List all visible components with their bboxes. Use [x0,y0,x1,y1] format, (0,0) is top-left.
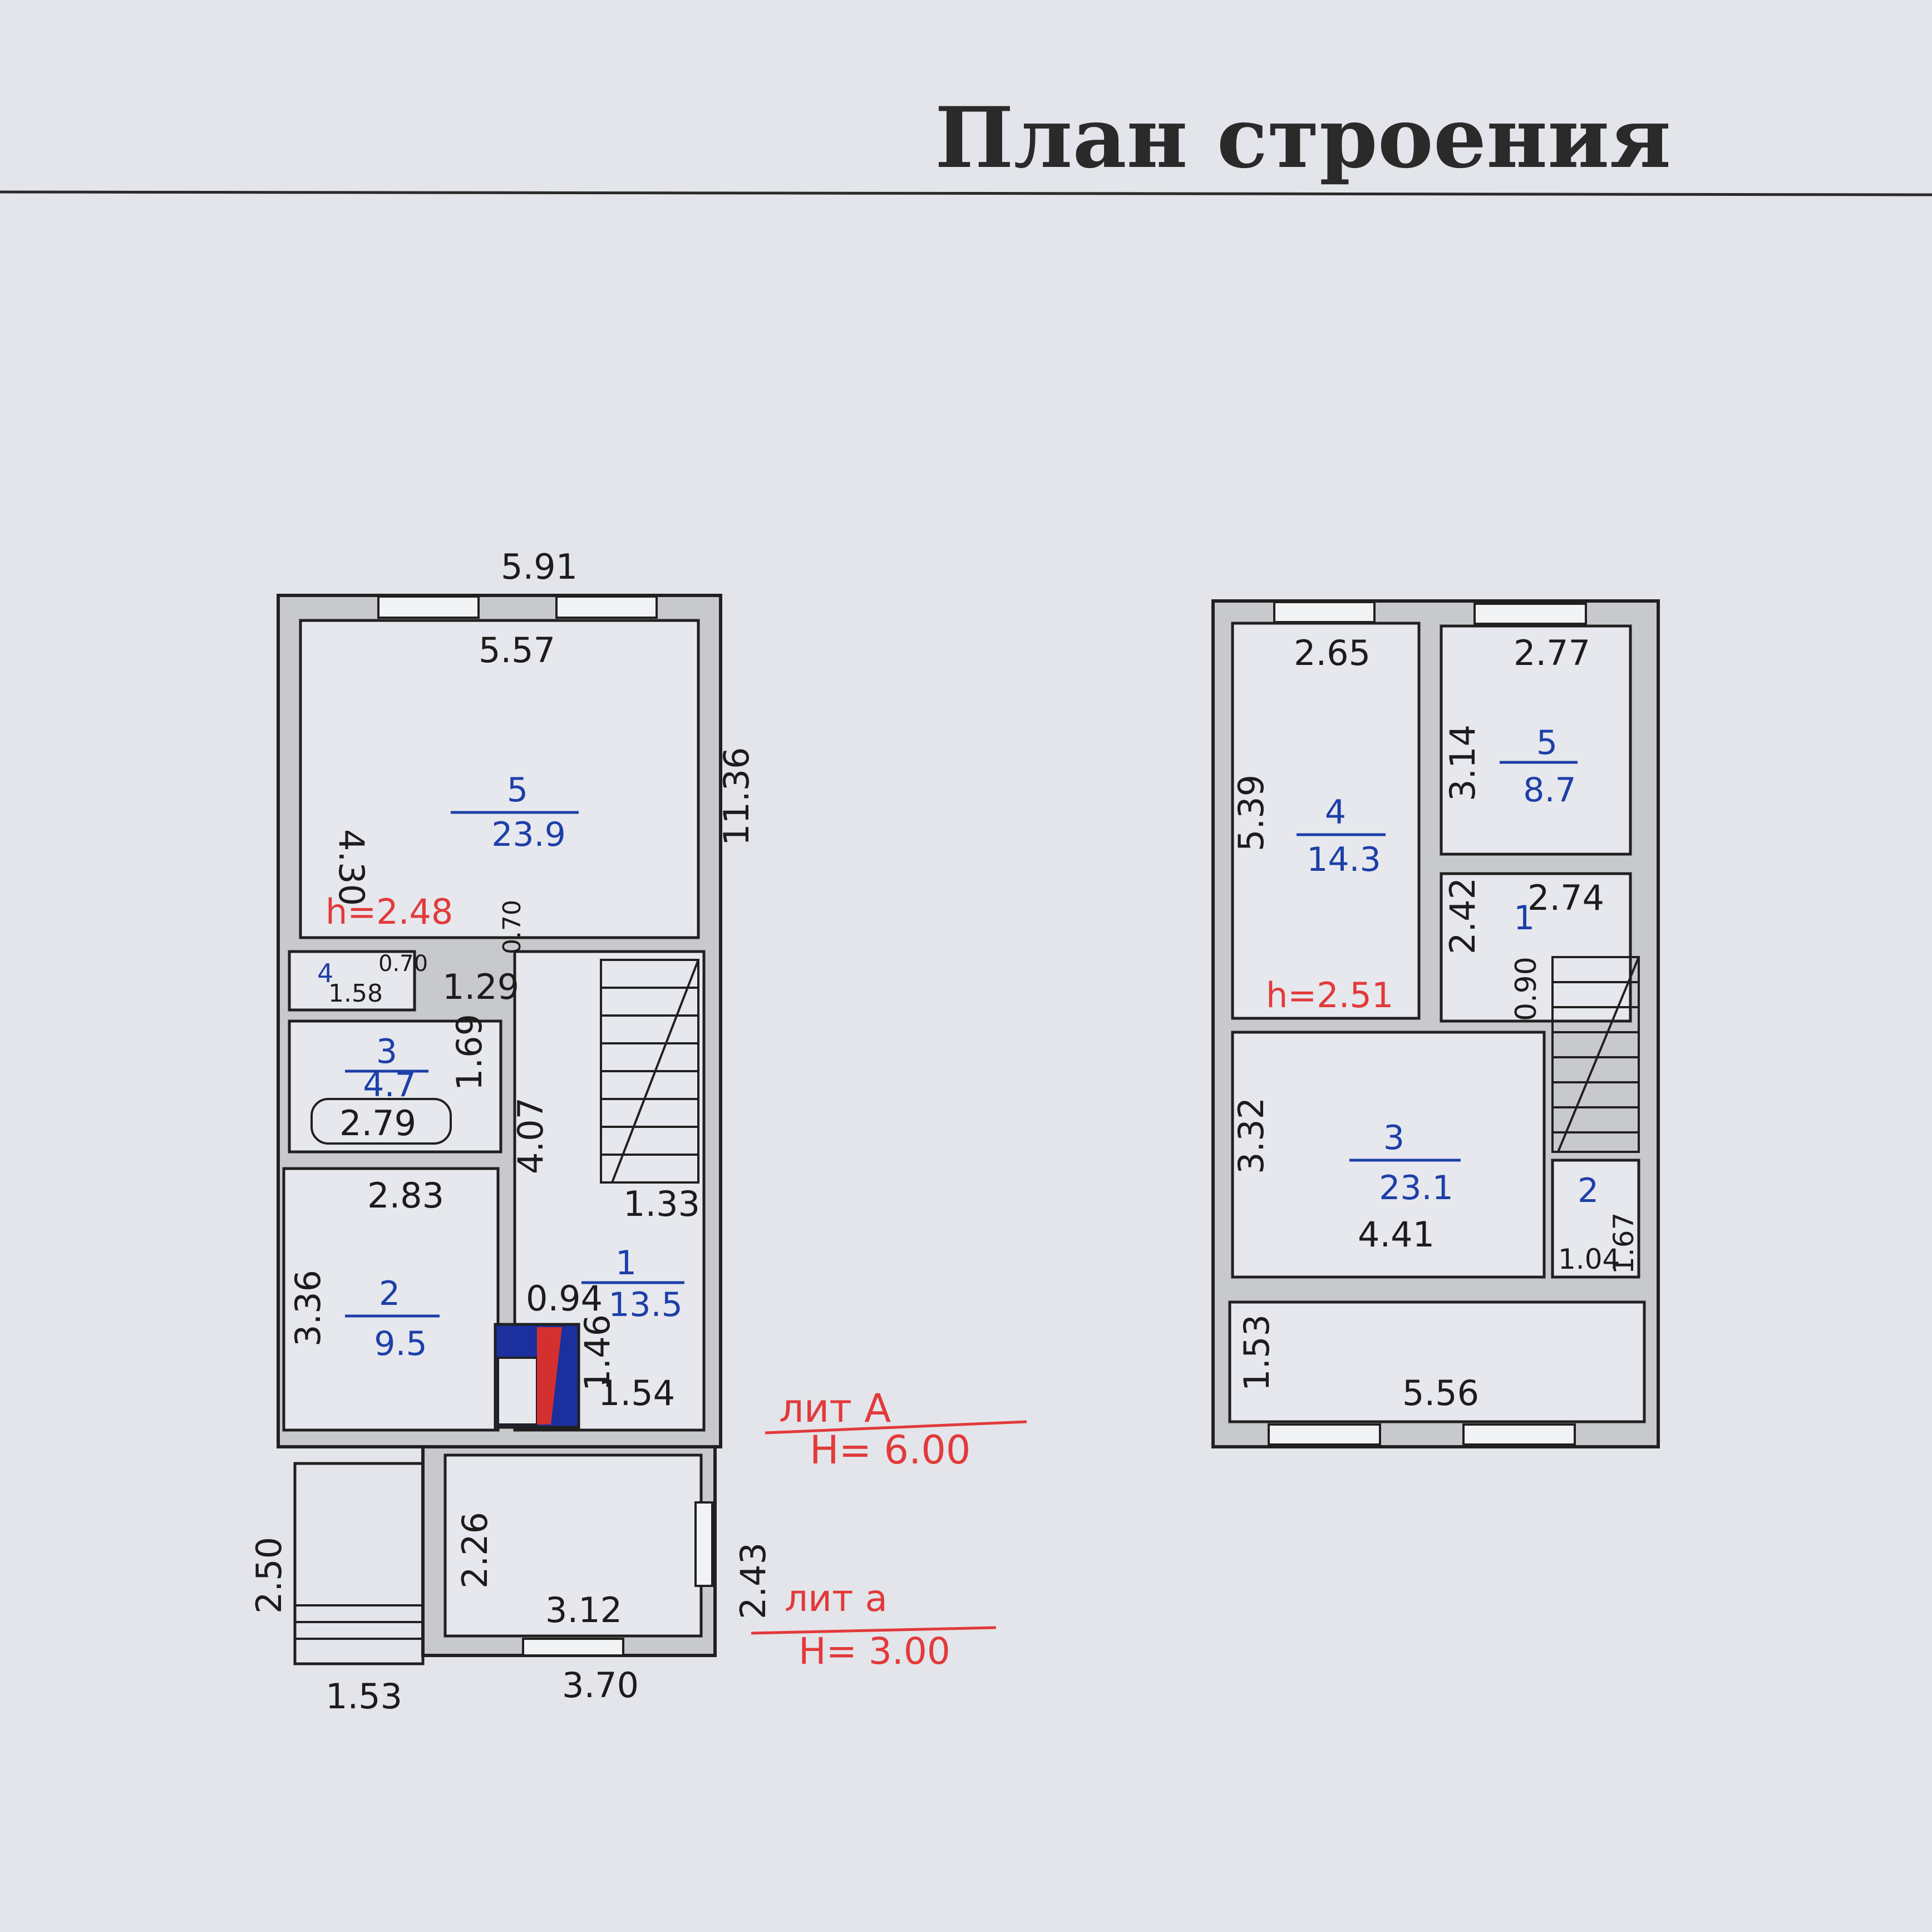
lit-small-height: Н= 3.00 [799,1630,950,1673]
lit-big-height: Н= 6.00 [810,1427,970,1473]
floor1-room4 [288,950,416,1012]
floor1-room2 [282,1167,500,1432]
floor1-room2-number: 2 [379,1274,400,1313]
dim-hall-height: 4.07 [510,1097,551,1174]
lit-big-underline [765,1420,1027,1435]
floor2-room3-number: 3 [1383,1118,1404,1157]
floor1-porch [293,1462,425,1665]
lit-small-underline [751,1626,997,1635]
floor1-room5-number: 5 [507,771,528,810]
floor1-room5 [299,619,700,939]
floor1-room4-number: 4 [317,958,333,988]
veranda-window [694,1501,713,1587]
floor2-room3-area: 23.1 [1379,1169,1453,1208]
dim-porch-height: 2.50 [249,1537,289,1614]
floor1-room1-area: 13.5 [608,1285,683,1324]
floor2-plan: 2.65 2.77 3.14 5.39 2.74 2.42 0.90 3.32 … [1211,599,1660,1448]
floor1-window [555,595,658,619]
floor2-room2-number: 2 [1578,1171,1599,1210]
floor1-window [377,595,480,619]
floor2-staircase [1551,956,1640,1153]
dim-room4-width: 2.65 [1294,633,1371,673]
dim-room4-d: 0.70 [498,900,526,954]
floor2-room4-number: 4 [1325,793,1346,832]
floor2-room1 [1440,872,1632,1023]
floor2-window [1473,603,1587,625]
floor1-room1-number: 1 [615,1244,637,1283]
dim-room4-a: 1.58 [328,979,383,1008]
dim-veranda-outer-width: 3.70 [562,1665,639,1706]
dim-room5-height: 3.14 [1442,724,1483,801]
bathtub-icon [310,1098,452,1145]
dim-corridor-width: 2.74 [1527,878,1604,918]
dim-stove-height: 1.46 [577,1314,618,1391]
dim-porch-width: 1.53 [326,1676,402,1717]
floor1-room5-area: 23.9 [491,815,566,854]
dim-entry-width: 1.54 [598,1373,675,1413]
dim-room3-height: 3.32 [1231,1097,1271,1174]
dim-room5-height: 4.30 [331,829,372,906]
floor2-window [1462,1423,1576,1446]
dim-room2-width: 2.83 [367,1175,444,1216]
dim-veranda-width: 3.12 [545,1590,622,1630]
dim-room5-width: 2.77 [1514,633,1590,673]
dim-outer-height: 11.36 [716,747,757,846]
stove-firebox [497,1357,538,1426]
floor2-room4 [1231,622,1421,1020]
dim-outer-width: 5.91 [501,546,578,587]
floor2-window [1268,1423,1381,1446]
floor2-room2 [1551,1159,1640,1279]
dim-door-width: 0.90 [1510,957,1543,1021]
floor2-stair-steps [1552,957,1640,1152]
floor1-room2-area: 9.5 [374,1324,427,1363]
dim-room3-height: 1.69 [449,1014,490,1091]
floor2-window [1273,601,1376,623]
dim-room3-width: 2.79 [339,1103,416,1144]
dim-room2-height: 3.36 [288,1270,328,1347]
dim-balcony-height: 1.53 [1236,1314,1277,1391]
lit-big-name: лит А [779,1386,891,1431]
dim-stair-width: 1.33 [623,1184,700,1224]
porch-steps [295,1604,423,1640]
floor1-stair-steps [601,959,699,1183]
floor1-veranda [443,1453,703,1638]
floor1-room3-area: 4.7 [363,1066,416,1105]
floor2-room5 [1440,624,1632,856]
floor2-room4-area: 14.3 [1307,840,1381,879]
floor2-room5-area: 8.7 [1523,771,1576,810]
floor2-room1-number: 1 [1514,899,1535,938]
floor1-room3-number: 3 [376,1032,397,1071]
dim-room4-height: 5.39 [1231,775,1271,851]
stove-flue [537,1327,562,1425]
floor2-room3 [1231,1031,1546,1279]
dim-room5-width: 5.57 [479,630,555,671]
floor2-balcony [1228,1300,1646,1423]
floor2-room5-number: 5 [1536,723,1558,762]
dim-veranda-height: 2.43 [733,1542,773,1619]
dim-balcony-width: 5.56 [1402,1373,1479,1413]
dim-room3-width: 4.41 [1358,1214,1435,1255]
header-rule [0,190,1932,196]
document-title: План строения [935,89,1671,187]
dim-room2-width: 1.04 [1558,1243,1620,1275]
veranda-window [522,1638,624,1657]
floor1-room3 [288,1019,502,1154]
lit-small-name: лит а [785,1577,888,1620]
floor2-ceiling-height: h=2.51 [1266,975,1393,1016]
dim-stove-width: 0.94 [526,1278,603,1319]
floor1-ceiling-height: h=2.48 [326,891,453,932]
dim-corridor-height: 2.42 [1442,878,1483,954]
dim-room4-c: 1.29 [442,967,519,1007]
dim-veranda-inner-height: 2.26 [455,1512,495,1589]
dim-room4-b: 0.70 [378,951,428,977]
dim-room2-height: 1.67 [1608,1213,1640,1274]
floor1-plan: 5.91 5.57 4.30 11.36 1.58 0.70 1.29 0.70… [249,546,1027,1717]
